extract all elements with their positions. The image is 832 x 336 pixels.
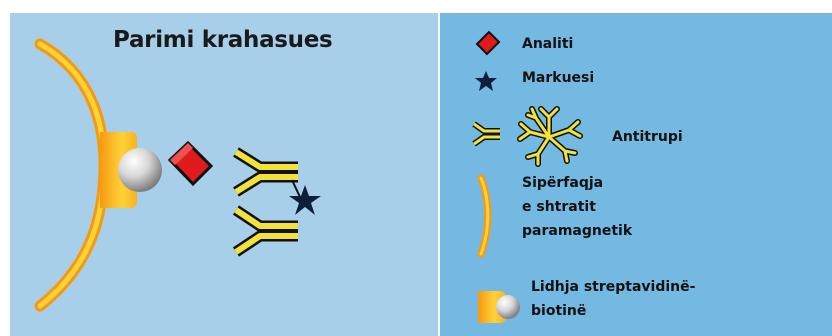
diamond-analyte-icon xyxy=(170,143,211,184)
star-marker-icon xyxy=(475,71,497,91)
legend-label-surface-line-3: paramagnetik xyxy=(522,220,632,243)
legend-label-marker: Markuesi xyxy=(522,67,594,90)
legend-label-link-line-1: Lidhja streptavidinë- xyxy=(531,276,695,299)
legend-label-analyte: Analiti xyxy=(522,33,573,56)
antibody-cluster-icon xyxy=(520,109,580,164)
antibody-y-icon xyxy=(236,152,300,197)
bead-surface-icon xyxy=(40,44,104,306)
streptavidin-biotin-icon xyxy=(100,132,162,208)
antibody-y-icon xyxy=(236,210,298,252)
antibody-y-icon xyxy=(474,124,500,144)
star-marker-icon xyxy=(289,185,321,215)
legend-label-link-line-2: biotinë xyxy=(531,300,586,323)
streptavidin-biotin-icon xyxy=(478,291,520,323)
surface-arc-icon xyxy=(481,178,488,254)
legend-label-antibody: Antitrupi xyxy=(612,126,683,149)
legend-label-surface-line-2: e shtratit xyxy=(522,196,596,219)
legend-label-surface-line-1: Sipërfaqja xyxy=(522,172,603,195)
diamond-analyte-icon xyxy=(477,32,499,54)
